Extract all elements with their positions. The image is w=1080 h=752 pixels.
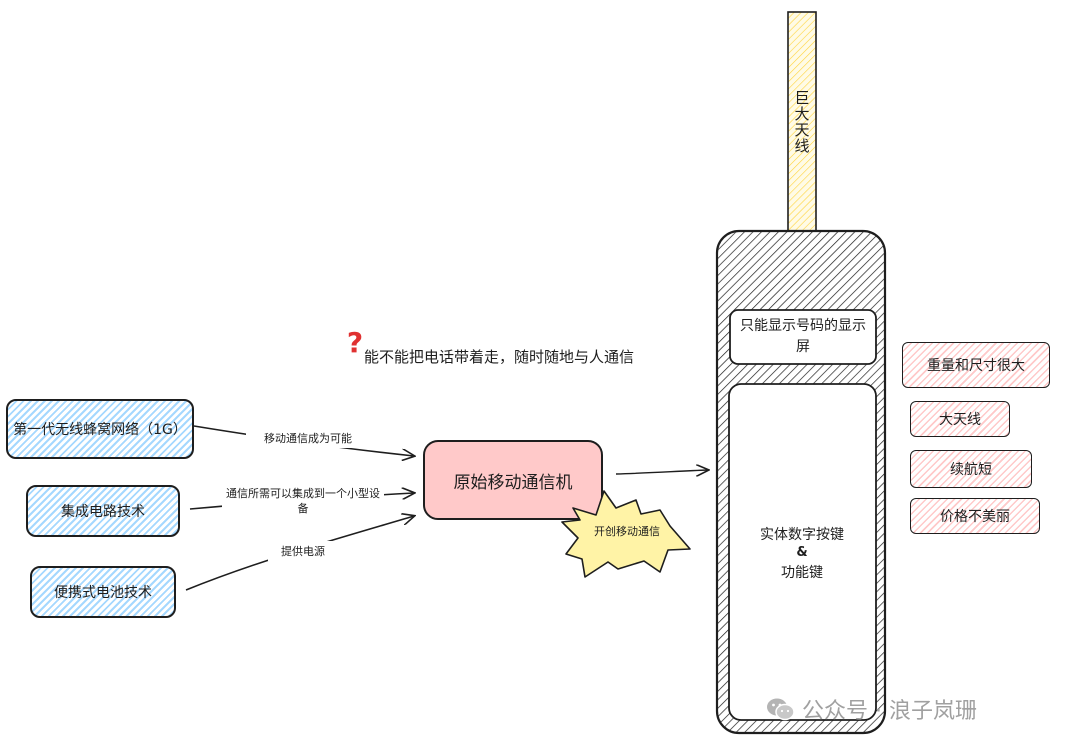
drawback-box: 重量和尺寸很大 bbox=[902, 342, 1050, 388]
center-node-shape bbox=[423, 440, 603, 520]
drawback-box: 续航短 bbox=[910, 450, 1032, 488]
center-node-label: 原始移动通信机 bbox=[453, 472, 573, 493]
antenna-label: 巨大天线 bbox=[792, 90, 811, 154]
drawback-box: 大天线 bbox=[910, 401, 1010, 437]
phone-keypad bbox=[728, 383, 877, 721]
antenna-shape bbox=[787, 11, 817, 233]
source-box-1g: 第一代无线蜂窝网络（1G） bbox=[6, 399, 194, 459]
drawback-box: 价格不美丽 bbox=[910, 498, 1040, 534]
burst-label: 开创移动通信 bbox=[594, 525, 660, 538]
watermark-text: 公众号 · 浪子岚珊 bbox=[802, 699, 977, 724]
source-box-battery: 便携式电池技术 bbox=[30, 566, 176, 618]
keypad-label-1: 实体数字按键 bbox=[760, 527, 844, 543]
arrow-label-ic: 通信所需可以集成到一个小型设备 bbox=[222, 484, 384, 518]
burst-shape bbox=[561, 490, 691, 578]
question-mark: ? bbox=[346, 325, 364, 359]
keypad-label-2: 功能键 bbox=[781, 565, 823, 581]
arrow-label-1g: 移动通信成为可能 bbox=[246, 428, 370, 448]
source-box-ic: 集成电路技术 bbox=[26, 485, 180, 537]
arrow-label-battery: 提供电源 bbox=[268, 541, 338, 561]
screen-label: 只能显示号码的显示屏 bbox=[740, 318, 866, 355]
phone-screen bbox=[729, 309, 877, 365]
keypad-amp: & bbox=[796, 544, 808, 560]
question-text: 能不能把电话带着走，随时随地与人通信 bbox=[364, 347, 635, 366]
wechat-icon bbox=[767, 698, 795, 721]
arrow-center-to-phone bbox=[615, 470, 708, 474]
